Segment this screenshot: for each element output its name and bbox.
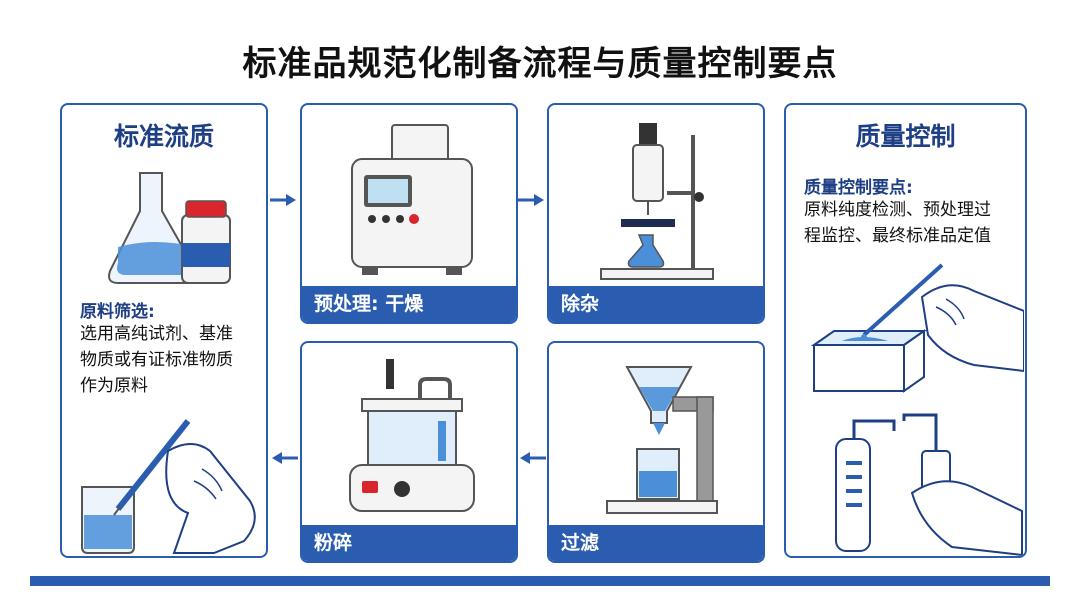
raw-material-line: 物质或有证标准物质 (80, 350, 233, 370)
quality-control-panel: 质量控制 质量控制要点: 原料纯度检测、预处理过 程监控、最终标准品定值 (784, 103, 1027, 558)
page-title: 标准品规范化制备流程与质量控制要点 (242, 44, 838, 84)
step-card-grinding: 粉碎 (300, 341, 518, 563)
raw-material-title: 原料筛选: (80, 302, 155, 322)
step-label-drying: 预处理: 干燥 (302, 286, 516, 322)
arrow-right-icon (518, 194, 544, 206)
step-card-filtration: 过滤 (547, 341, 765, 563)
step-card-impurity-removal: 除杂 (547, 103, 765, 324)
step-label-impurity-removal: 除杂 (549, 286, 763, 322)
raw-material-line: 作为原料 (80, 376, 148, 396)
drying-oven-icon (351, 124, 473, 275)
filtration-apparatus-icon (606, 366, 718, 514)
arrow-right-icon (270, 194, 296, 206)
raw-material-panel: 标准流质 原料筛选: 选用高纯试剂、基准 物质或有证标准物质 作为原料 (60, 103, 268, 558)
arrow-left-icon (520, 452, 546, 464)
raw-material-heading: 标准流质 (113, 122, 214, 151)
column-apparatus-hand-illustration (835, 413, 1023, 556)
beaker-pipette-hand-illustration (81, 419, 256, 554)
quality-control-heading: 质量控制 (855, 122, 956, 151)
footer-bar (30, 576, 1050, 586)
step-card-drying: 预处理: 干燥 (300, 103, 518, 324)
dispensing-stand-icon (600, 123, 714, 280)
quality-control-line: 程监控、最终标准品定值 (804, 226, 991, 246)
step-label-filtration: 过滤 (549, 525, 763, 561)
raw-material-desc: 选用高纯试剂、基准 物质或有证标准物质 作为原料 (80, 321, 233, 399)
quality-control-desc: 原料纯度检测、预处理过 程监控、最终标准品定值 (804, 197, 991, 249)
raw-material-line: 选用高纯试剂、基准 (80, 324, 233, 344)
quality-control-title: 质量控制要点: (804, 178, 913, 198)
arrow-left-icon (272, 452, 298, 464)
quality-control-line: 原料纯度检测、预处理过 (804, 200, 991, 220)
step-label-grinding: 粉碎 (302, 525, 516, 561)
flask-and-bottle-illustration (108, 172, 231, 284)
grinder-icon (349, 359, 475, 512)
sample-tray-pipette-illustration (810, 263, 1024, 393)
